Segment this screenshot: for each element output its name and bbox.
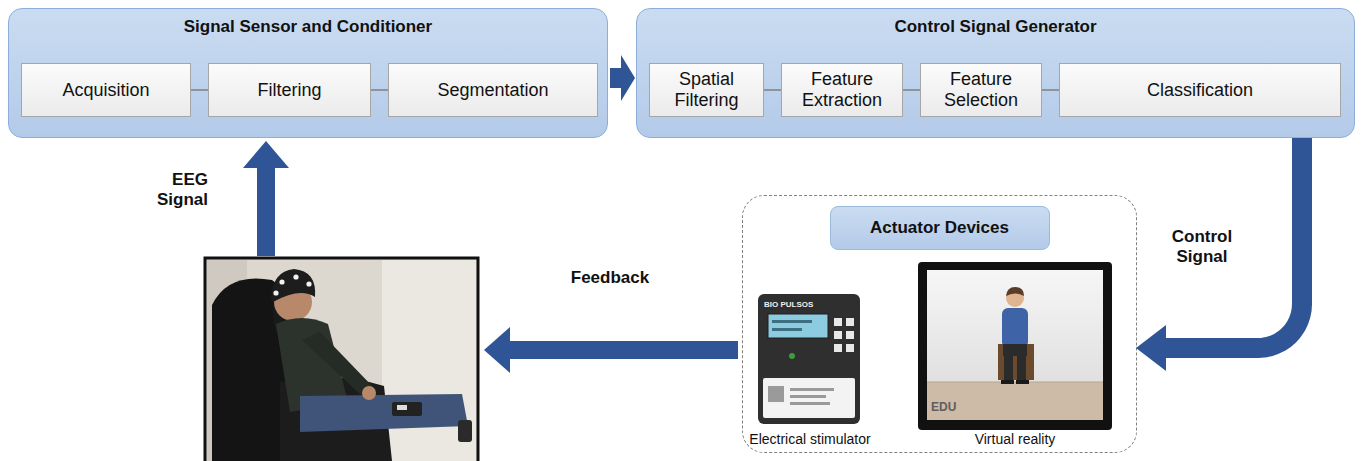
stage-heading: Control Signal Generator — [637, 17, 1354, 37]
eeg-arrow — [243, 141, 289, 256]
step-label: Acquisition — [62, 80, 149, 101]
vr-screen — [927, 382, 1103, 383]
stimulator-device — [772, 328, 802, 331]
step-label: Feature Extraction — [790, 69, 894, 110]
device-caption: Electrical stimulator — [745, 431, 875, 447]
screen-watermark: EDU — [931, 401, 971, 415]
stimulator-device — [834, 344, 842, 352]
signal-label: EEG Signal — [146, 170, 208, 209]
stimulator-device — [758, 294, 860, 424]
vr-screen — [918, 262, 1112, 430]
step-label: Spatial Filtering — [658, 69, 755, 110]
stimulator-device — [768, 386, 784, 402]
subject-photo — [205, 258, 478, 461]
subject-photo — [458, 420, 472, 442]
vr-screen — [998, 344, 1034, 380]
process-box: Spatial Filtering — [649, 63, 764, 117]
stage-band: Spatial Filtering Feature Extraction Featu… — [636, 8, 1355, 138]
vr-screen — [927, 270, 1103, 420]
vr-screen — [918, 262, 1112, 430]
subject-photo — [205, 258, 478, 461]
stimulator-device — [758, 294, 860, 424]
step-label: Feature Selection — [929, 69, 1033, 110]
subject-photo — [273, 290, 278, 295]
process-box: Feature Selection — [920, 63, 1042, 117]
stage-heading: Signal Sensor and Conditioner — [9, 17, 607, 37]
flow-arrow — [610, 68, 621, 88]
feedback-arrow — [508, 341, 738, 359]
subject-photo — [397, 405, 407, 410]
process-box: Classification — [1059, 63, 1341, 117]
stimulator-device — [790, 388, 834, 391]
stimulator-device — [790, 402, 830, 405]
stimulator-device — [846, 331, 854, 339]
eeg-arrow — [257, 166, 275, 256]
feedback-arrow — [484, 327, 510, 373]
edge-label: Control Signal — [1158, 226, 1246, 267]
subject-photo — [300, 394, 468, 432]
stimulator-device — [846, 344, 854, 352]
subject-photo — [362, 386, 376, 400]
step-label: Filtering — [257, 80, 321, 101]
stimulator-device — [846, 318, 854, 326]
subject-photo — [293, 274, 298, 279]
vr-screen — [1001, 380, 1014, 384]
subject-photo — [382, 260, 476, 461]
eeg-arrow — [243, 141, 289, 168]
device-brand: BIO PULSOS — [764, 300, 830, 309]
process-box: Feature Extraction — [781, 63, 903, 117]
subject-photo — [302, 332, 374, 396]
vr-screen — [927, 382, 1103, 420]
subject-photo — [392, 402, 422, 416]
stimulator-device — [789, 353, 795, 359]
process-box: Filtering — [208, 63, 371, 117]
stimulator-device — [772, 320, 812, 323]
region-heading: Actuator Devices — [830, 206, 1050, 250]
vr-screen — [1016, 380, 1029, 384]
step-label: Classification — [1147, 80, 1253, 101]
stimulator-device — [768, 314, 828, 338]
subject-photo — [306, 281, 311, 286]
stage-band: Acquisition Filtering Segmentation Signal S… — [8, 8, 608, 138]
subject-photo — [271, 269, 315, 302]
vr-screen — [1004, 354, 1013, 382]
vr-screen — [1017, 354, 1026, 382]
process-box: Acquisition — [21, 63, 191, 117]
process-box: Segmentation — [388, 63, 598, 117]
vr-screen — [1006, 287, 1024, 296]
stimulator-device — [763, 378, 855, 418]
stimulator-device — [790, 395, 826, 398]
stimulator-device — [834, 318, 842, 326]
device-region: Actuator Devices — [742, 195, 1137, 453]
signal-label: Feedback — [555, 268, 665, 288]
device-caption: Virtual reality — [955, 431, 1075, 447]
step-label: Segmentation — [437, 80, 548, 101]
stimulator-device — [834, 331, 842, 339]
subject-photo — [279, 279, 284, 284]
vr-screen — [1002, 308, 1028, 348]
feedback-arrow — [484, 327, 738, 373]
